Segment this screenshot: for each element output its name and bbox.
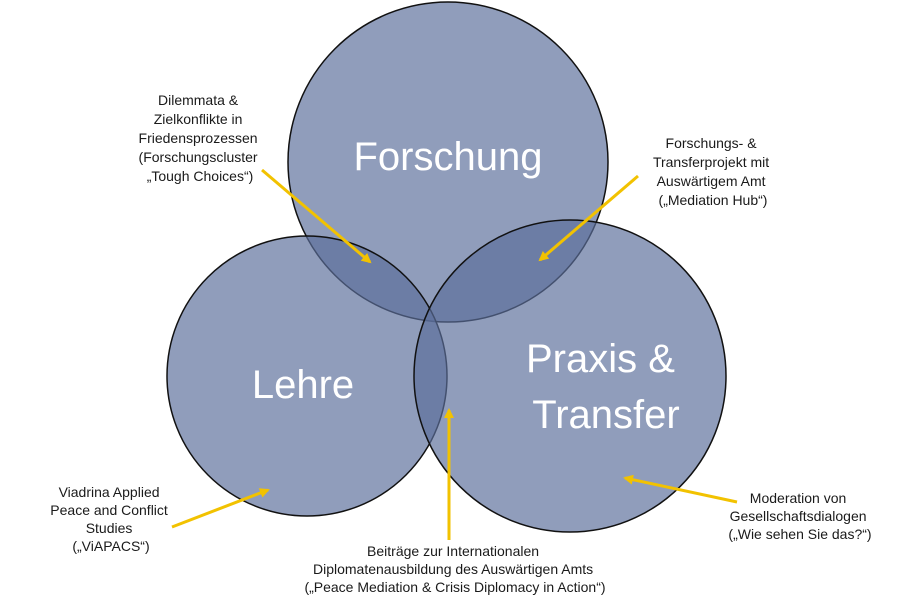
annotation-line: Dilemmata & <box>158 92 239 108</box>
annotation-line: Transferprojekt mit <box>653 154 769 170</box>
annotation-bottom-right: Moderation von Gesellschaftsdialogen („W… <box>728 490 871 542</box>
arrow-top-right <box>538 174 639 262</box>
annotation-line: Moderation von <box>750 490 847 506</box>
annotation-line: („Wie sehen Sie das?“) <box>728 526 871 542</box>
label-praxis-line-2: Transfer <box>532 393 679 437</box>
label-praxis-transfer: Praxis & Transfer <box>526 337 686 437</box>
label-lehre: Lehre <box>252 363 354 407</box>
annotation-line: Gesellschaftsdialogen <box>730 508 867 524</box>
annotation-line: Diplomatenausbildung des Auswärtigen Amt… <box>313 561 593 577</box>
annotation-line: Auswärtigem Amt <box>657 173 766 189</box>
annotation-top-right: Forschungs- & Transferprojekt mit Auswär… <box>653 135 773 208</box>
annotation-line: Studies <box>86 520 133 536</box>
annotation-bottom-left: Viadrina Applied Peace and Conflict Stud… <box>50 484 171 554</box>
annotation-line: Forschungs- & <box>666 135 758 151</box>
annotation-line: („Peace Mediation & Crisis Diplomacy in … <box>304 579 605 595</box>
annotation-line: (Forschungscluster <box>139 149 258 165</box>
label-forschung-line: Forschung <box>354 135 543 179</box>
annotation-line: Peace and Conflict <box>50 502 168 518</box>
annotation-line: „Tough Choices“) <box>147 168 254 184</box>
arrow-bottom-left <box>171 488 270 529</box>
annotation-line: („Mediation Hub“) <box>659 192 768 208</box>
annotation-line: Friedensprozessen <box>139 130 258 146</box>
annotation-line: Zielkonflikte in <box>154 111 243 127</box>
annotation-line: Beiträge zur Internationalen <box>367 543 539 559</box>
annotation-top-left: Dilemmata & Zielkonflikte in Friedenspro… <box>139 92 262 184</box>
annotation-bottom-center: Beiträge zur Internationalen Diplomatena… <box>304 543 605 595</box>
label-praxis-line-1: Praxis & <box>526 337 675 381</box>
label-lehre-line: Lehre <box>252 363 354 407</box>
arrow-top-left <box>261 168 372 264</box>
arrow-bottom-right <box>623 474 738 504</box>
label-forschung: Forschung <box>354 135 543 179</box>
annotation-line: („ViAPACS“) <box>72 538 149 554</box>
annotation-line: Viadrina Applied <box>59 484 160 500</box>
circle-praxis-transfer <box>413 219 727 533</box>
